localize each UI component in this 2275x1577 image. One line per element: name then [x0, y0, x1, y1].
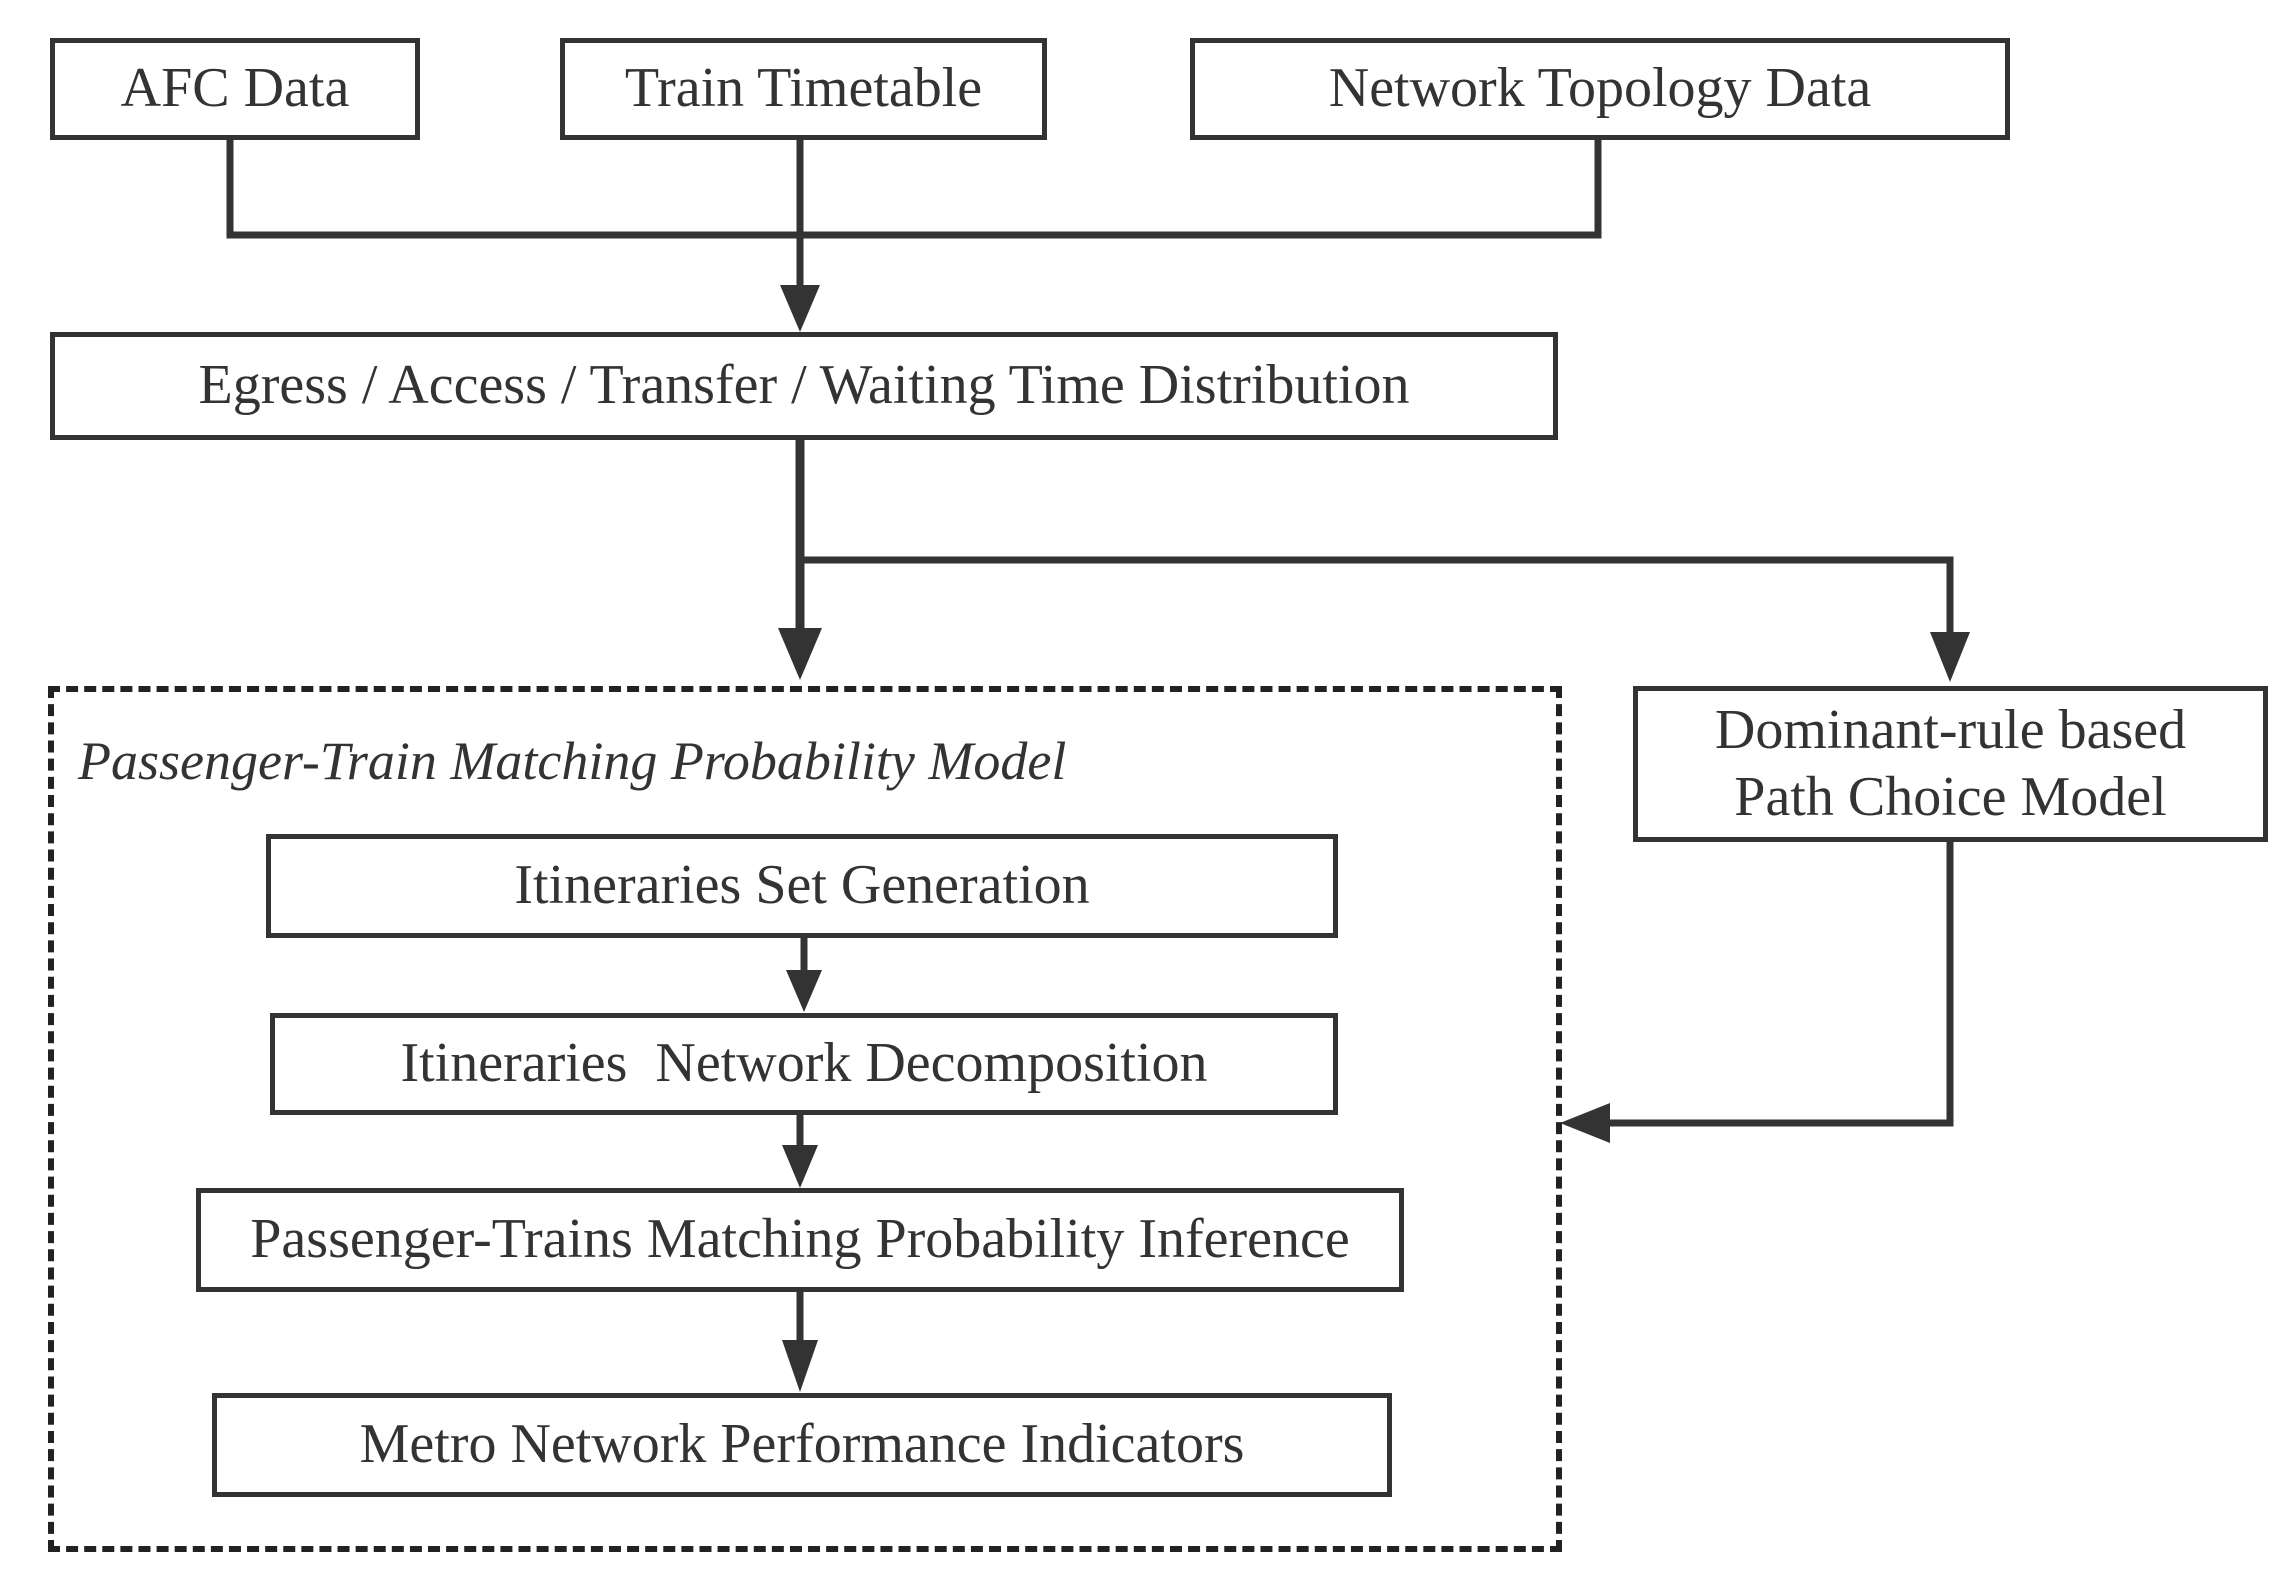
arrowhead-step4 — [782, 1340, 818, 1392]
afc-data-label: AFC Data — [120, 57, 350, 120]
arrowhead-step3 — [782, 1145, 818, 1188]
matching-model-group — [48, 686, 1562, 1552]
connector-afc-to-merge — [226, 140, 800, 239]
arrowhead-to-path-choice — [1930, 632, 1970, 682]
connector-path-choice-to-model — [1600, 842, 1954, 1127]
path-choice-model-box: Dominant-rule based Path Choice Model — [1633, 686, 2268, 842]
time-distribution-label: Egress / Access / Transfer / Waiting Tim… — [198, 354, 1410, 417]
arrowhead-step2 — [786, 970, 822, 1012]
step-2-label: Itineraries Network Decomposition — [400, 1032, 1208, 1095]
matching-model-title: Passenger-Train Matching Probability Mod… — [78, 731, 1067, 791]
step-itineraries-network-decomposition: Itineraries Network Decomposition — [270, 1013, 1338, 1115]
arrowhead-to-distribution — [780, 285, 820, 332]
step-4-label: Metro Network Performance Indicators — [359, 1413, 1245, 1476]
step-matching-probability-inference: Passenger-Trains Matching Probability In… — [196, 1188, 1404, 1292]
connector-topology-to-merge — [800, 140, 1602, 239]
arrowhead-to-matching-model — [778, 628, 822, 680]
step-3-label: Passenger-Trains Matching Probability In… — [250, 1208, 1350, 1271]
train-timetable-label: Train Timetable — [624, 57, 983, 120]
train-timetable-box: Train Timetable — [560, 38, 1047, 140]
path-choice-line1: Dominant-rule based — [1714, 698, 2187, 761]
connector-distribution-to-path-choice — [800, 556, 1954, 640]
arrowhead-into-matching-model — [1560, 1103, 1610, 1143]
time-distribution-box: Egress / Access / Transfer / Waiting Tim… — [50, 332, 1558, 440]
path-choice-line2: Path Choice Model — [1734, 766, 2167, 828]
network-topology-label: Network Topology Data — [1328, 57, 1872, 120]
afc-data-box: AFC Data — [50, 38, 420, 140]
step-1-label: Itineraries Set Generation — [514, 854, 1090, 917]
step-itineraries-set-generation: Itineraries Set Generation — [266, 834, 1338, 938]
network-topology-box: Network Topology Data — [1190, 38, 2010, 140]
step-performance-indicators: Metro Network Performance Indicators — [212, 1393, 1392, 1497]
